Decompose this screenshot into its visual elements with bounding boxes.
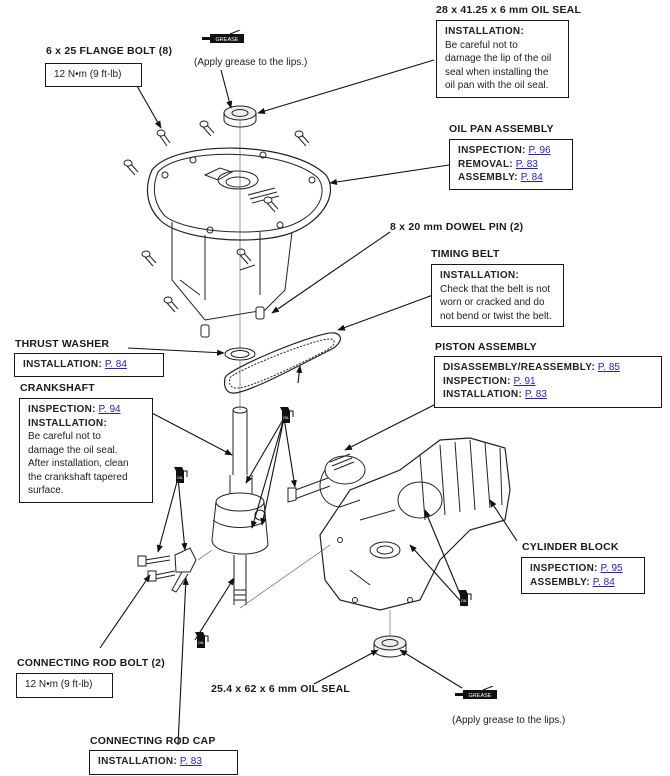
cylinder-block-title: CYLINDER BLOCK [522,541,619,553]
timing-belt [223,332,342,394]
flange-bolt-title: 6 x 25 FLANGE BOLT (8) [46,45,173,57]
note-line: oil pan with the oil seal. [445,80,549,91]
svg-text:OIL: OIL [198,640,205,645]
page-link[interactable]: P. 85 [597,362,620,373]
rod-bolt-torque-box: 12 N•m (9 ft-lb) [16,673,113,698]
oil-pan-title: OIL PAN ASSEMBLY [449,123,554,135]
page-link[interactable]: P. 91 [513,375,536,387]
torque-value: 12 N•m (9 ft-lb) [25,679,93,690]
note-line: worn or cracked and do [440,297,545,308]
oil-seal-bottom [373,635,407,658]
oil-pan-assembly [146,147,332,321]
crankshaft-box: INSPECTION: P. 94 INSTALLATION: Be caref… [19,398,153,503]
thrust-washer-title: THRUST WASHER [15,338,110,350]
crankshaft [211,406,269,605]
rod-cap-box: INSTALLATION: P. 83 [89,750,238,775]
grease-tube-icon: GREASE [455,686,497,699]
oil-pan-row: REMOVAL: P. 83 [458,158,538,170]
cylinder-block-box: INSPECTION: P. 95 ASSEMBLY: P. 84 [521,557,645,594]
oil-seal-top-title: 28 x 41.25 x 6 mm OIL SEAL [436,4,582,16]
note-line: After installation, clean [28,458,129,469]
installation-heading: INSTALLATION: [440,270,520,281]
oil-pan-row: ASSEMBLY: P. 84 [458,172,543,183]
oil-seal-top [223,105,257,128]
piston-assembly [287,453,366,508]
connecting-rod-cap [137,547,197,593]
grease-note-top: (Apply grease to the lips.) [194,57,308,68]
page-link[interactable]: P. 83 [179,756,202,767]
oil-can-icon: OIL [195,632,209,648]
oil-pan-box: INSPECTION: P. 96 REMOVAL: P. 83 ASSEMBL… [449,139,573,190]
note-line: not bend or twist the belt. [440,310,552,322]
cylinder-block [319,437,511,611]
thrust-washer-box: INSTALLATION: P. 84 [14,353,164,377]
dowel-pins [200,306,265,338]
oil-seal-bottom-title: 25.4 x 62 x 6 mm OIL SEAL [211,683,351,695]
page-link[interactable]: P. 96 [528,145,551,156]
piston-assembly-box: DISASSEMBLY/REASSEMBLY: P. 85 INSPECTION… [434,356,662,408]
page-link[interactable]: P. 84 [520,172,543,183]
note-line: damage the lip of the oil [445,53,552,64]
dowel-pin-title: 8 x 20 mm DOWEL PIN (2) [390,221,524,233]
thrust-washer [224,347,256,361]
page-link[interactable]: P. 84 [592,576,615,588]
rod-bolt-title: CONNECTING ROD BOLT (2) [17,657,165,669]
oil-can-icon: OIL [280,407,294,423]
page-link[interactable]: P. 84 [104,359,127,370]
timing-belt-title: TIMING BELT [431,248,500,260]
page-link[interactable]: P. 95 [600,563,623,574]
svg-text:GREASE: GREASE [216,37,239,43]
flange-bolt-torque-box: 12 N•m (9 ft-lb) [45,63,142,87]
svg-text:OIL: OIL [283,415,290,420]
installation-heading: INSTALLATION: [28,417,108,429]
note-line: Be careful not to [445,39,518,51]
timing-belt-box: INSTALLATION: Check that the belt is not… [431,264,564,327]
svg-text:GREASE: GREASE [469,693,492,699]
note-line: surface. [28,485,64,496]
oil-pan-row: INSPECTION: P. 96 [458,145,551,156]
page-link[interactable]: P. 94 [98,404,121,415]
crankshaft-title: CRANKSHAFT [20,382,95,394]
grease-note-bottom: (Apply grease to the lips.) [452,715,566,726]
svg-text:OIL: OIL [461,598,468,603]
oil-can-icon: OIL [458,590,472,606]
torque-value: 12 N•m (9 ft-lb) [54,69,122,80]
flange-bolts [123,120,310,313]
page-link[interactable]: P. 83 [524,389,547,400]
svg-text:OIL: OIL [177,475,184,480]
note-line: the crankshaft tapered [28,471,128,483]
grease-tube-icon: GREASE [202,30,244,43]
note-line: damage the oil seal. [28,444,118,456]
note-line: Be careful not to [28,431,101,442]
note-line: seal when installing the [445,66,549,78]
oil-can-icon: OIL [174,467,188,483]
oil-seal-top-box: INSTALLATION: Be careful not to damage t… [436,20,569,98]
installation-heading: INSTALLATION: [445,26,525,37]
piston-assembly-title: PISTON ASSEMBLY [435,341,537,353]
rod-cap-title: CONNECTING ROD CAP [90,735,216,747]
note-line: Check that the belt is not [440,283,551,295]
page-link[interactable]: P. 83 [515,158,538,170]
